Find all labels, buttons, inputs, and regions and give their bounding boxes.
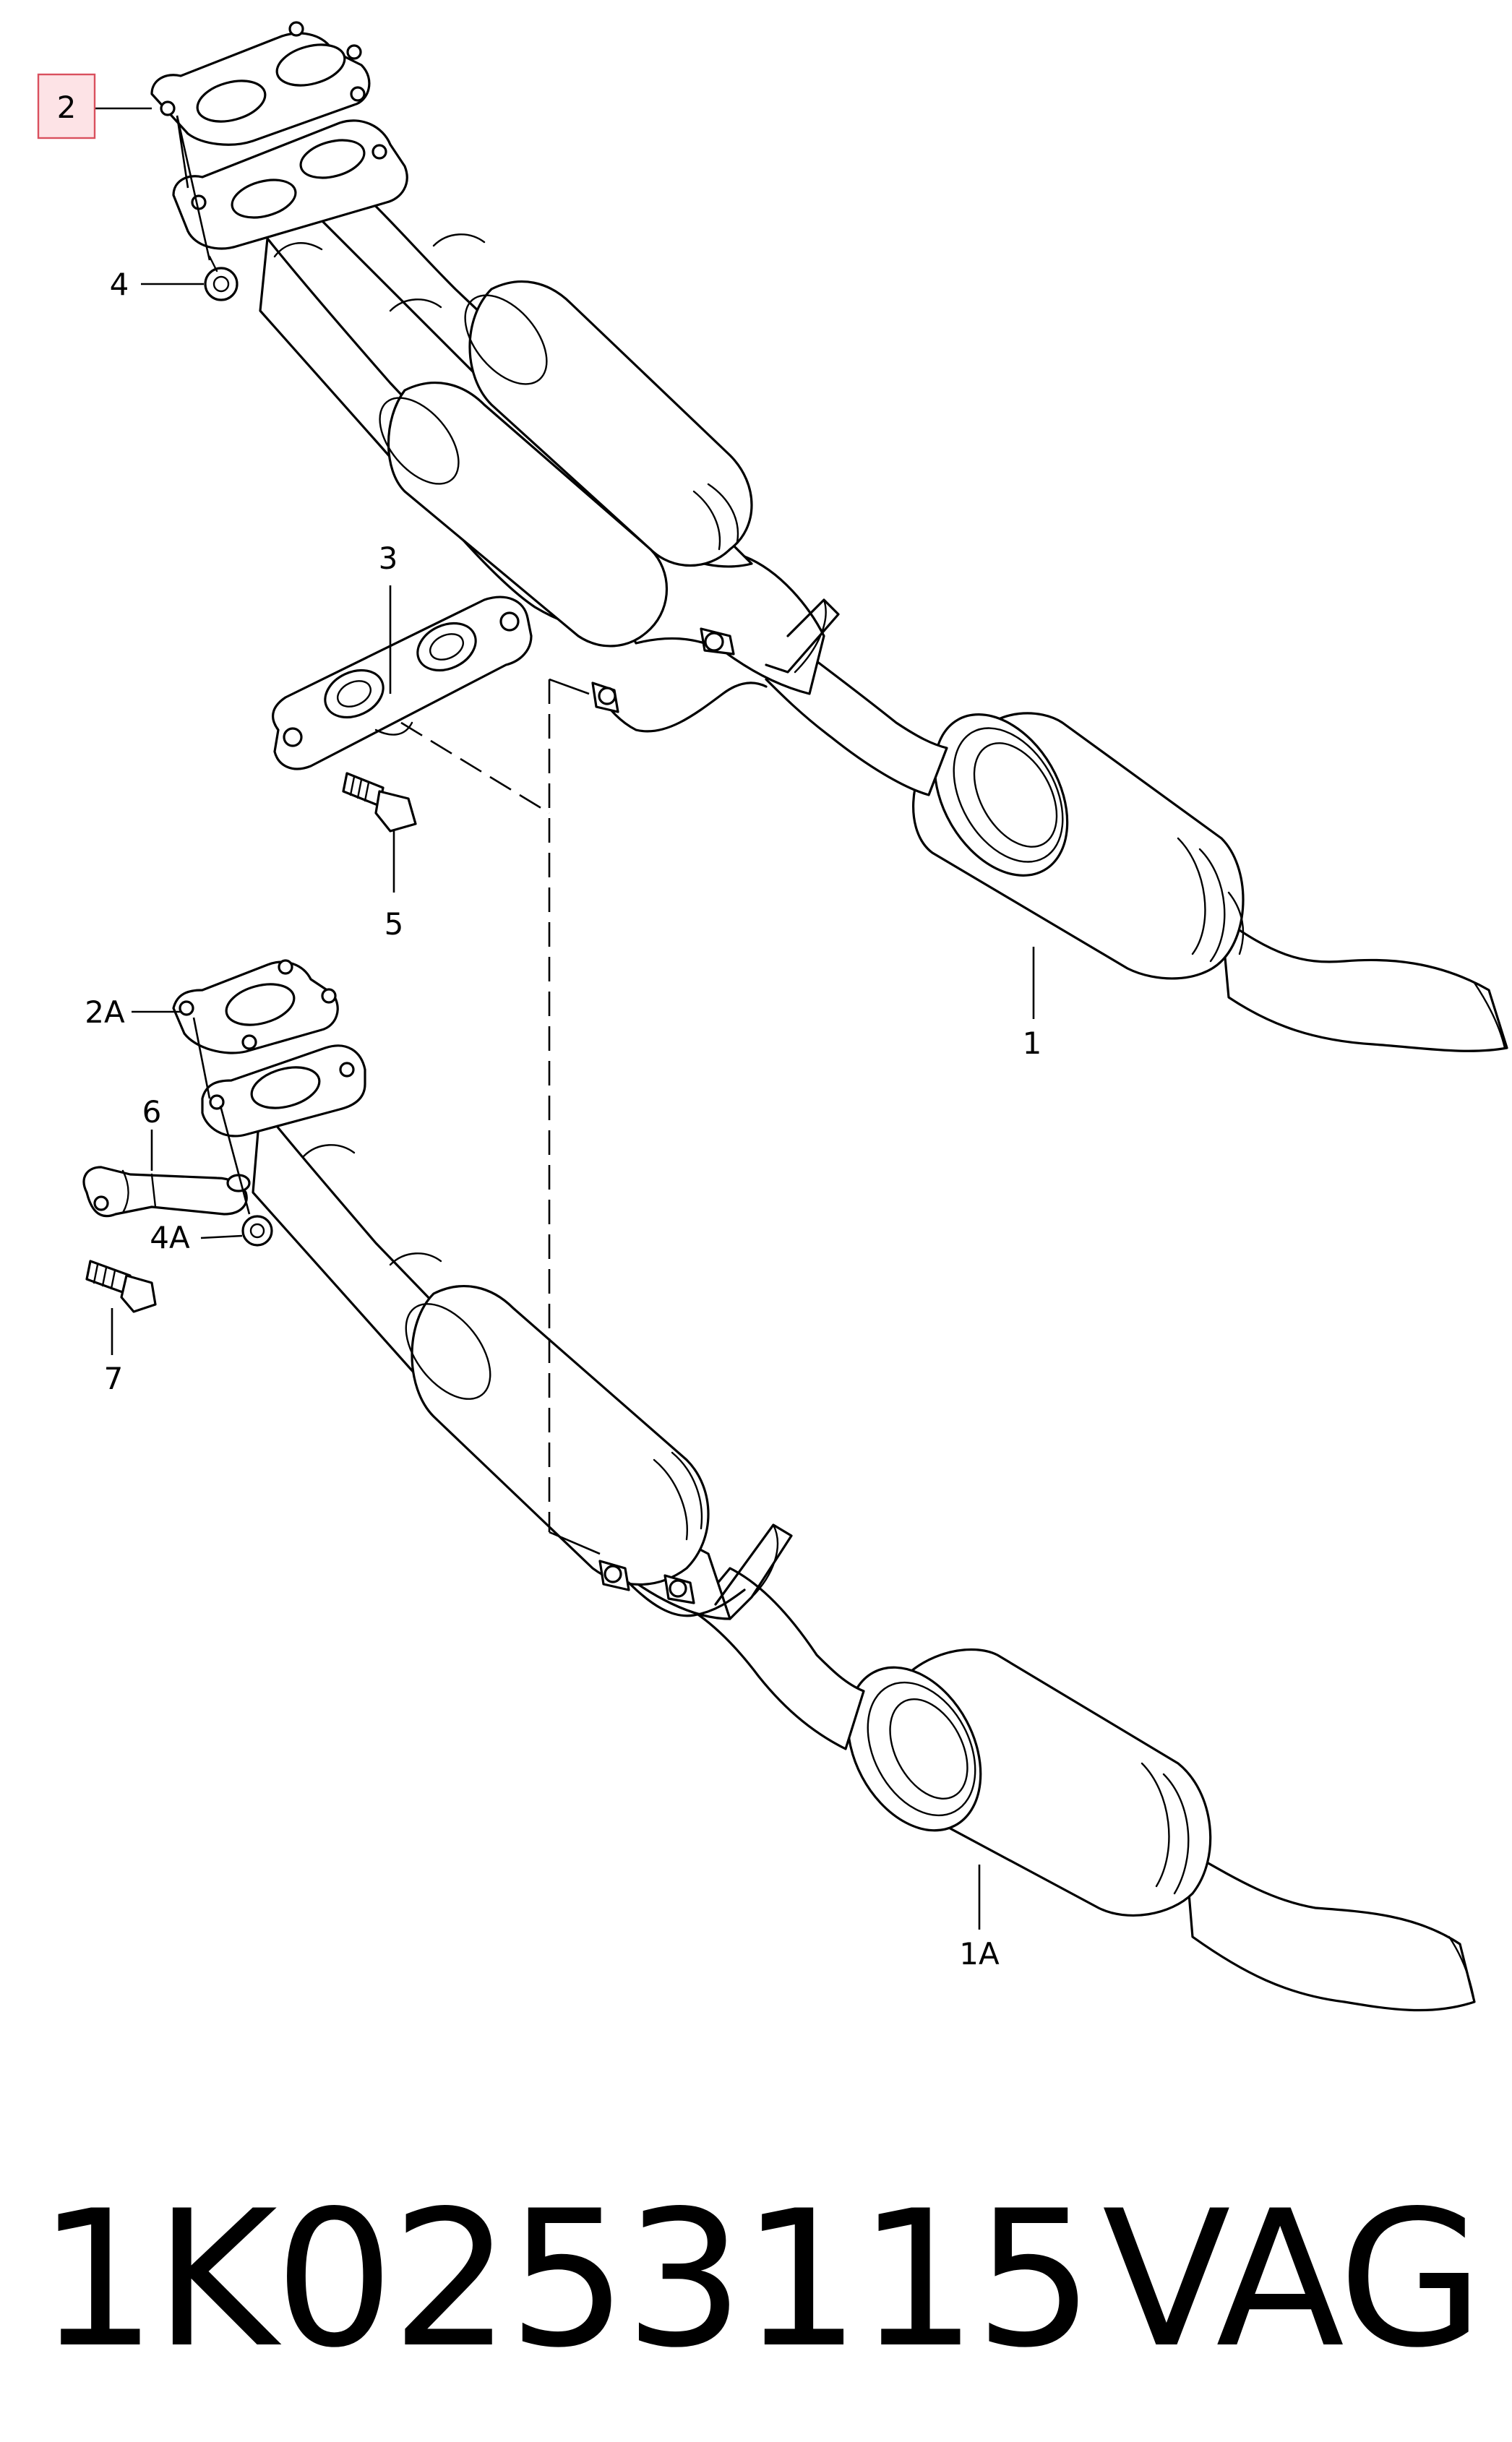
front-pipe-single-assembly [172,959,1476,2012]
callout-4a[interactable]: 4A [150,1220,190,1255]
assembly-line-bottom-stub [549,1531,601,1555]
assembly-line-top-stub [549,678,590,695]
callout-2-highlight [37,73,96,139]
callout-1[interactable]: 1 [1023,1026,1042,1061]
leader-2-down [176,115,211,261]
part-number: 1K0253115 [38,2171,1094,2389]
front-pipe-twin-assembly [150,21,1508,1052]
callout-4[interactable]: 4 [110,267,129,302]
leader-4a [200,1234,243,1239]
callout-7[interactable]: 7 [104,1361,124,1396]
bracket-6 [82,1166,251,1218]
leader-2a-down [192,1017,251,1215]
callout-1a[interactable]: 1A [959,1936,1000,1972]
assembly-line-upper [400,721,550,814]
callout-2a[interactable]: 2A [85,994,125,1030]
callout-2[interactable]: 2 [57,90,77,125]
brand-name: VAG [1102,2171,1484,2389]
bolt-7 [85,1260,157,1313]
part-footer: 1K0253115 VAG [0,2161,1512,2399]
exhaust-parts-diagram: 2 4 3 5 1 2A 6 4A 7 1A [37,21,1508,2012]
callout-6[interactable]: 6 [142,1094,162,1130]
support-plate [272,596,533,770]
callout-5[interactable]: 5 [385,906,404,942]
bolt-5 [342,772,417,833]
callout-3[interactable]: 3 [379,541,398,576]
